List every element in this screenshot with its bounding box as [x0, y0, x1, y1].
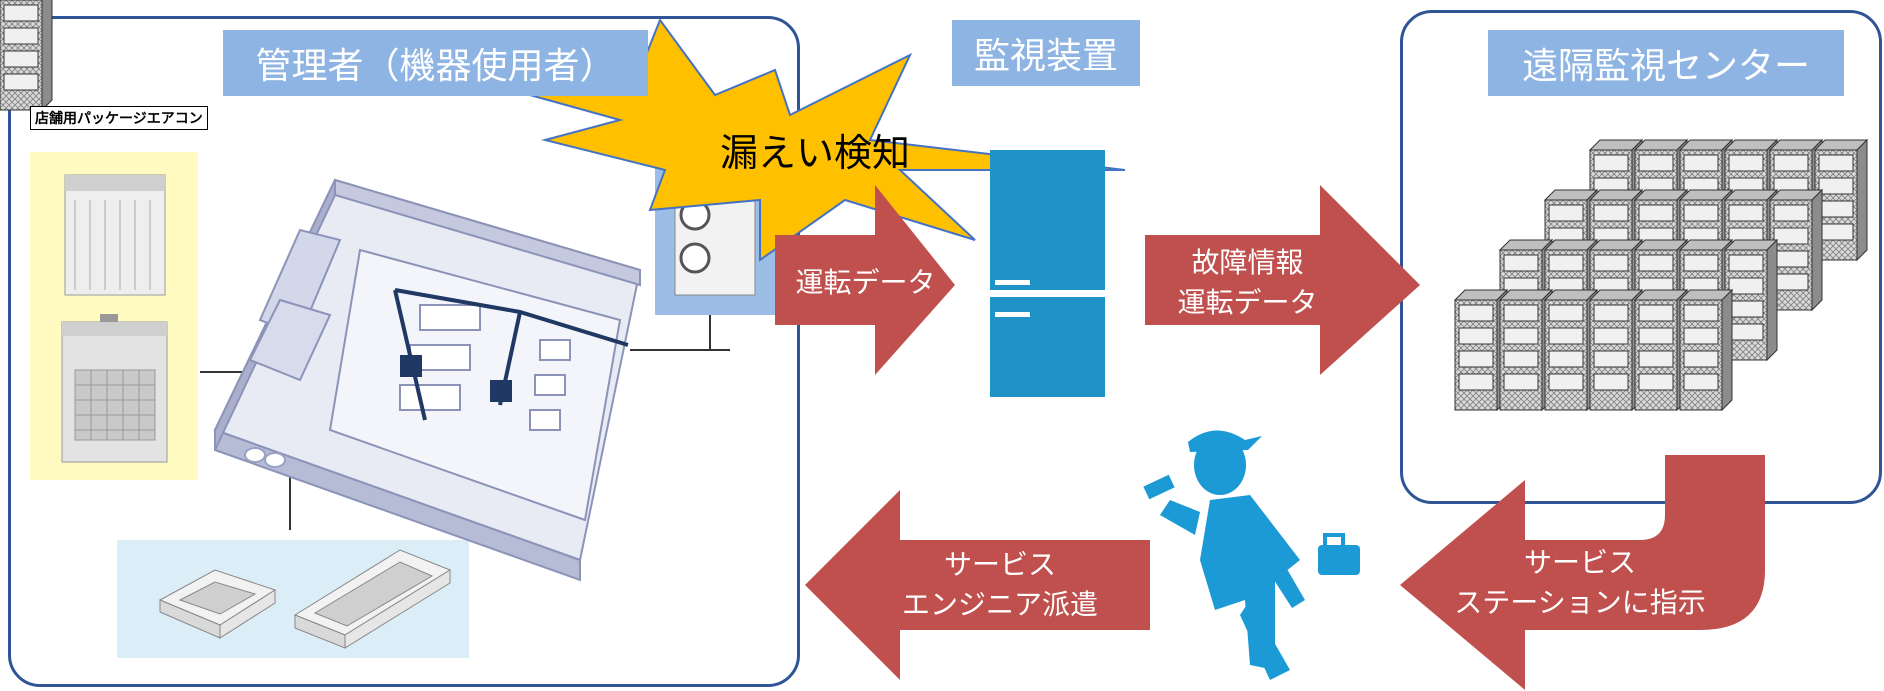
leak-burst-icon — [529, 17, 1126, 262]
arrow-to-admin-text: サービス エンジニア派遣 — [880, 540, 1120, 630]
air-conditioner-icon — [61, 174, 168, 463]
arrow-to-station — [1400, 455, 1765, 690]
arrow-to-admin-line: エンジニア派遣 — [901, 588, 1098, 621]
admin-title: 管理者（機器使用者） — [223, 30, 648, 96]
monitor-title: 監視装置 — [952, 20, 1140, 86]
indoor-unit-marker — [400, 355, 422, 377]
server-rack-icon — [0, 0, 1868, 411]
arrow-to-station-line: ステーションに指示 — [1454, 586, 1706, 619]
engineer-icon — [1143, 430, 1360, 680]
arrow-to-center — [1145, 185, 1420, 375]
remote-center-title: 遠隔監視センター — [1488, 30, 1844, 96]
arrow-to-monitor — [775, 185, 955, 375]
unit-label: 店舗用パッケージエアコン — [30, 106, 208, 130]
indoor-unit-marker — [490, 380, 512, 402]
arrow-to-admin — [805, 490, 1150, 680]
arrow-to-station-text: サービス ステーションに指示 — [1440, 538, 1720, 628]
leak-detection-text: 漏えい検知 — [720, 131, 911, 175]
arrow-to-center-text: 故障情報 運転データ — [1150, 238, 1345, 328]
arrow-to-monitor-line: 運転データ — [795, 266, 936, 299]
ceiling-cassette-icon — [158, 549, 452, 649]
arrow-to-station-line: サービス — [1523, 546, 1636, 579]
arrow-to-center-line: 運転データ — [1177, 286, 1318, 319]
arrow-to-monitor-text: 運転データ — [778, 258, 953, 308]
store-floorplan-icon — [213, 178, 642, 582]
arrow-to-admin-line: サービス — [943, 548, 1056, 581]
arrow-to-center-line: 故障情報 — [1191, 246, 1304, 279]
monitoring-device-icon — [990, 150, 1105, 397]
